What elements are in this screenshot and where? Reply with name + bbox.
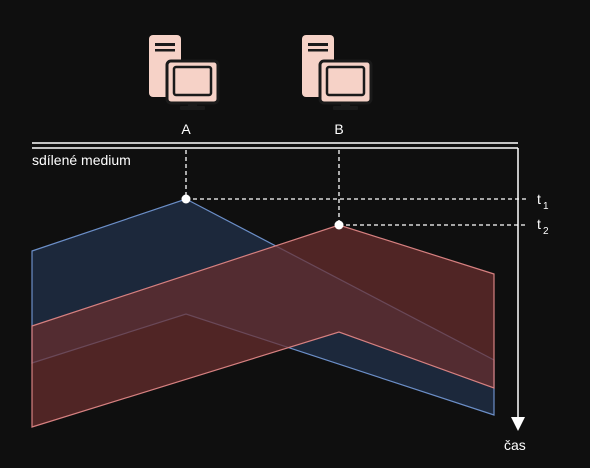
computer-icon [149,35,220,110]
time-axis-label: čas [504,437,526,453]
computer-icon [302,35,373,110]
t1-subscript: 1 [543,201,549,212]
medium-label: sdílené medium [32,152,131,168]
time-axis-arrowhead [511,417,525,431]
t2-base: t [537,216,541,232]
transmission-start-b [334,220,344,230]
t2-subscript: 2 [543,226,549,237]
t1-label: t 1 [537,191,549,212]
transmission-start-a [181,194,191,204]
t2-label: t 2 [537,216,549,237]
t1-base: t [537,191,541,207]
station-a-label: A [181,121,191,137]
station-b-label: B [334,121,343,137]
